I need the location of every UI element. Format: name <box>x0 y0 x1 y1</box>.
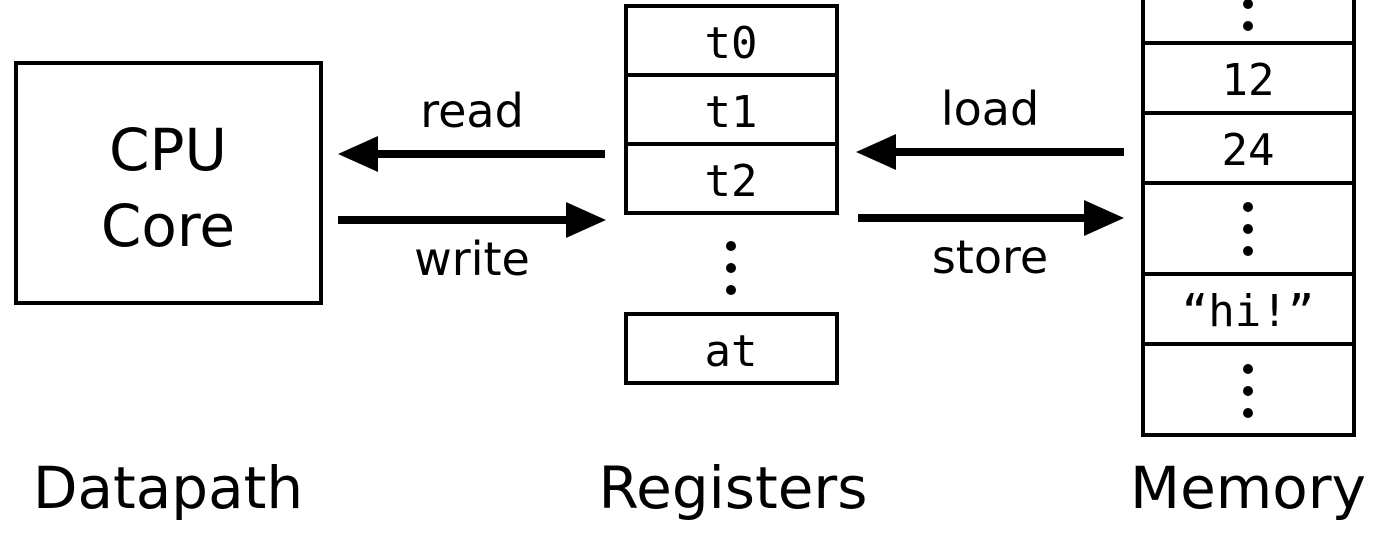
datapath-caption: Datapath <box>33 454 303 522</box>
memory-cell-value: 12 <box>1141 41 1356 115</box>
memory-cell-value: 24 <box>1141 111 1356 185</box>
load-label: load <box>941 82 1039 136</box>
store-label: store <box>932 230 1048 284</box>
register-file: t0 t1 t2 at <box>624 4 839 385</box>
memory-value: 24 <box>1222 125 1275 176</box>
registers-caption: Registers <box>598 454 867 522</box>
memory-caption: Memory <box>1130 454 1366 522</box>
register-name: at <box>705 326 758 377</box>
register-cell-t0: t0 <box>624 4 839 77</box>
write-label: write <box>414 232 530 286</box>
register-ellipsis <box>726 241 736 295</box>
read-arrow <box>338 136 605 172</box>
memory-cell-ellipsis-bottom <box>1141 342 1356 437</box>
register-cell-at: at <box>624 312 839 385</box>
register-cell-t1: t1 <box>624 73 839 146</box>
register-name: t0 <box>705 18 758 69</box>
memory-cell-string: “hi!” <box>1141 272 1356 346</box>
load-arrow <box>856 134 1124 170</box>
register-name: t1 <box>705 87 758 138</box>
cpu-core-label-line1: CPU <box>109 116 227 184</box>
memory-column: 12 24 “hi!” <box>1141 0 1356 437</box>
read-label: read <box>420 84 524 138</box>
cpu-core-box: CPU Core <box>14 61 323 305</box>
store-arrow <box>858 200 1124 236</box>
write-arrow <box>338 202 606 238</box>
cpu-core-label-line2: Core <box>101 192 235 260</box>
memory-cell-ellipsis-top <box>1141 0 1356 45</box>
register-cell-t2: t2 <box>624 142 839 215</box>
memory-value: 12 <box>1222 55 1275 106</box>
register-name: t2 <box>705 156 758 207</box>
memory-cell-ellipsis <box>1141 181 1356 276</box>
memory-value: “hi!” <box>1182 286 1314 337</box>
